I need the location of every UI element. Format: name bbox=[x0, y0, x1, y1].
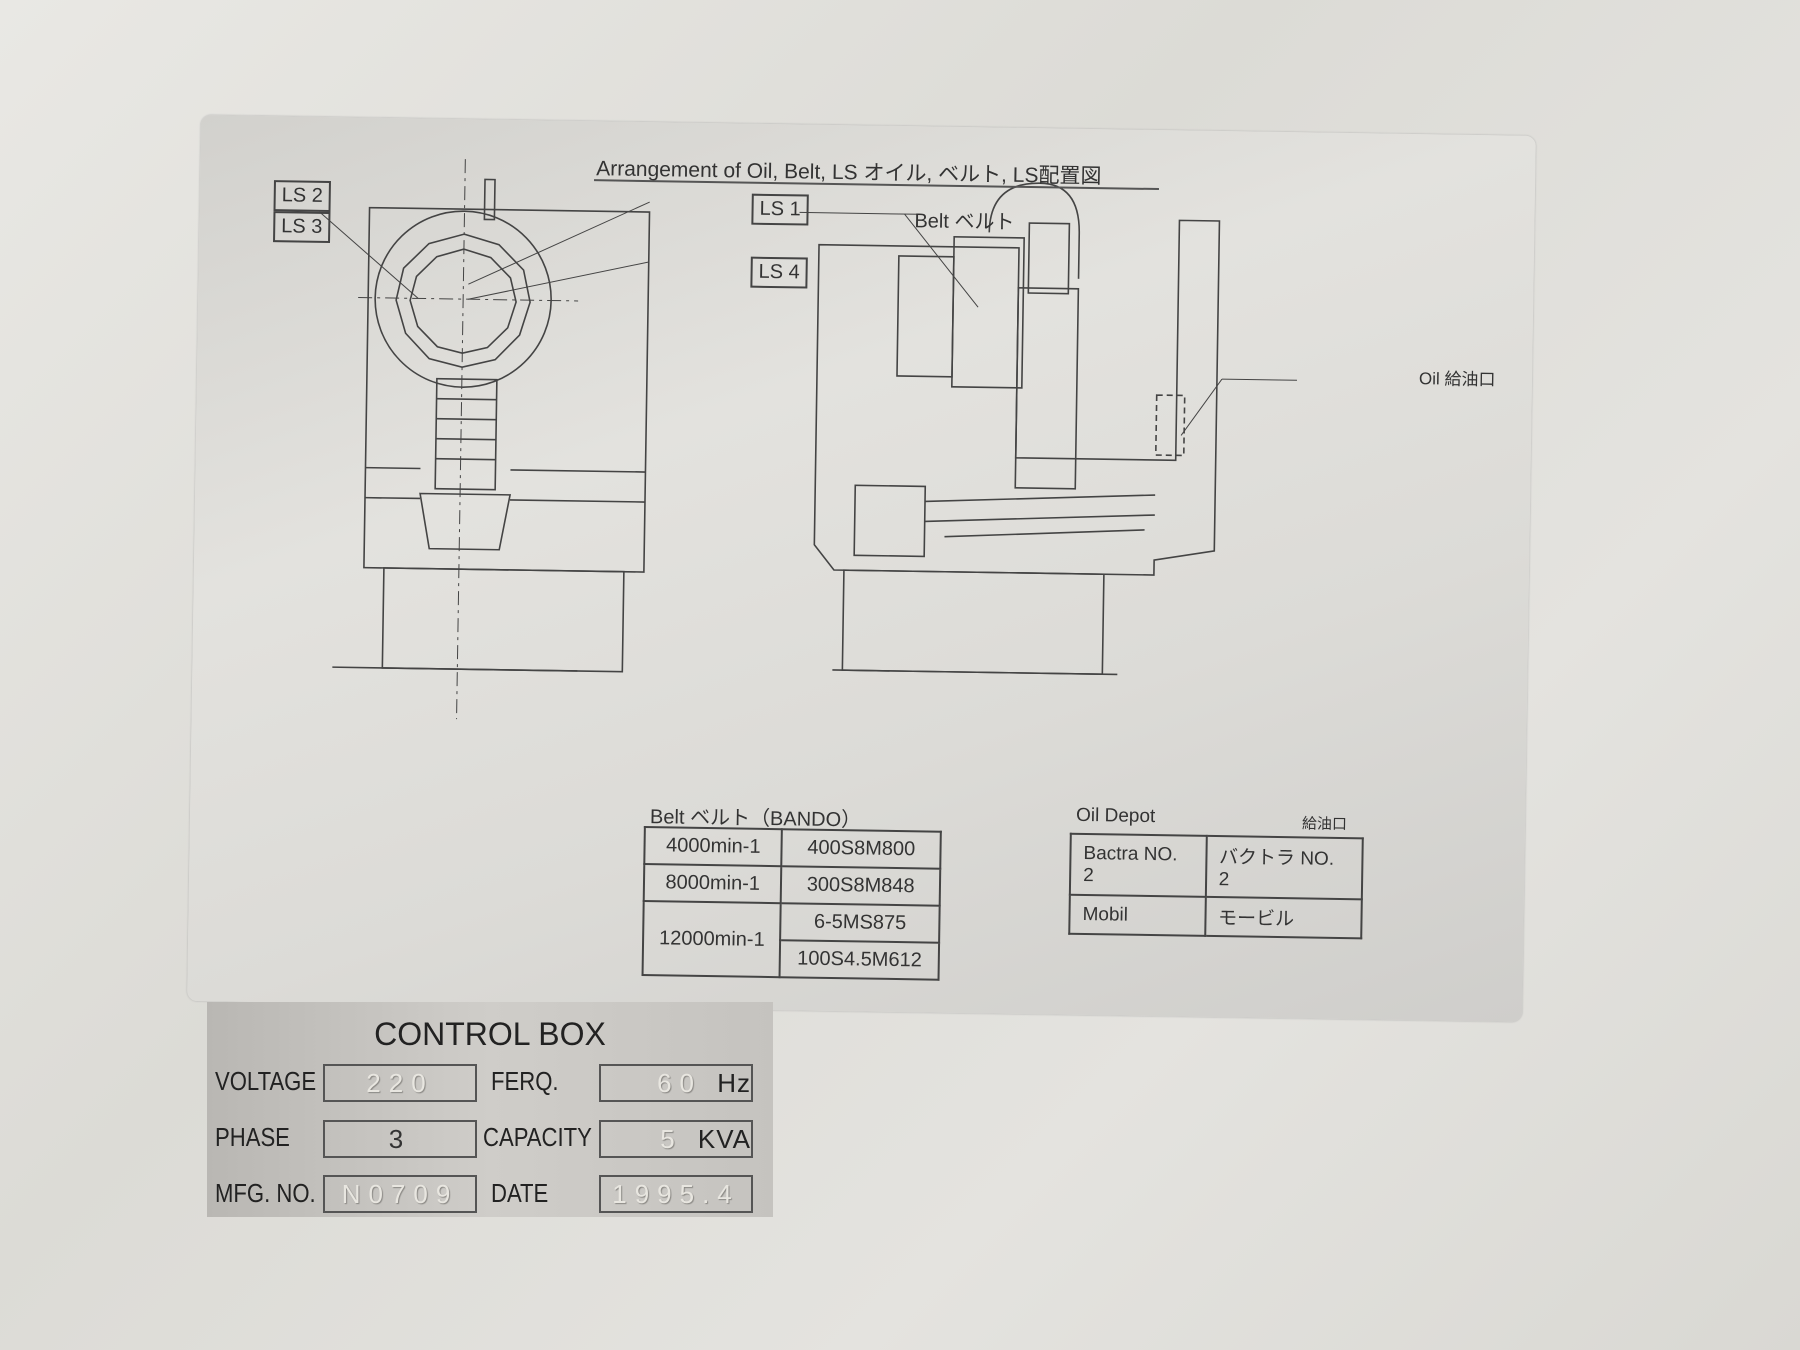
ls2-label: LS 2 bbox=[273, 180, 332, 213]
freq-number: 60 bbox=[657, 1068, 702, 1098]
cell: 400S8M800 bbox=[781, 829, 941, 869]
oil-table-caption-jp: 給油口 bbox=[1301, 815, 1348, 834]
voltage-value: 220 bbox=[323, 1064, 477, 1102]
date-value: 1995.4 bbox=[599, 1175, 753, 1213]
capacity-label: CAPACITY bbox=[483, 1122, 592, 1152]
control-box-title: CONTROL BOX bbox=[374, 1016, 606, 1052]
cell: 100S4.5M612 bbox=[779, 940, 940, 980]
capacity-number: 5 bbox=[660, 1124, 683, 1154]
control-box-plate: CONTROL BOX VOLTAGE 220 FERQ. 60 Hz PHAS… bbox=[207, 1002, 773, 1217]
cell: 300S8M848 bbox=[781, 866, 941, 906]
voltage-label: VOLTAGE bbox=[215, 1066, 317, 1096]
cell: Mobil bbox=[1069, 894, 1206, 936]
date-label: DATE bbox=[491, 1178, 549, 1208]
side-view-drawing bbox=[799, 182, 1297, 676]
oil-label: Oil 給油口 bbox=[1418, 369, 1496, 390]
cell: モービル bbox=[1204, 896, 1362, 939]
phase-value: 3 bbox=[323, 1120, 477, 1158]
phase-label: PHASE bbox=[215, 1122, 290, 1152]
capacity-unit: KVA bbox=[697, 1124, 751, 1154]
ls1-label: LS 1 bbox=[751, 193, 809, 226]
arrangement-plate: Arrangement of Oil, Belt, LS オイル, ベルト, L… bbox=[187, 115, 1536, 1022]
ls3-label: LS 3 bbox=[273, 211, 331, 244]
cell: 4000min-1 bbox=[644, 827, 783, 867]
oil-table-caption: Oil Depot bbox=[1075, 804, 1156, 828]
ls4-label: LS 4 bbox=[750, 256, 808, 289]
mfg-label: MFG. NO. bbox=[215, 1178, 316, 1208]
cell: Bactra NO. 2 bbox=[1069, 833, 1207, 897]
freq-unit: Hz bbox=[717, 1068, 751, 1098]
mfg-value: N0709 bbox=[323, 1175, 477, 1213]
cell: バクトラ NO. 2 bbox=[1205, 835, 1363, 900]
freq-value: 60 Hz bbox=[599, 1064, 753, 1102]
cell: 6-5MS875 bbox=[780, 903, 940, 943]
cell: 12000min-1 bbox=[642, 901, 782, 978]
capacity-value: 5 KVA bbox=[599, 1120, 753, 1158]
machine-diagram bbox=[319, 159, 1297, 720]
belt-label: Belt ベルト bbox=[914, 210, 1015, 234]
front-view-drawing bbox=[319, 159, 651, 720]
cell: 8000min-1 bbox=[643, 864, 782, 904]
freq-label: FERQ. bbox=[491, 1066, 559, 1096]
